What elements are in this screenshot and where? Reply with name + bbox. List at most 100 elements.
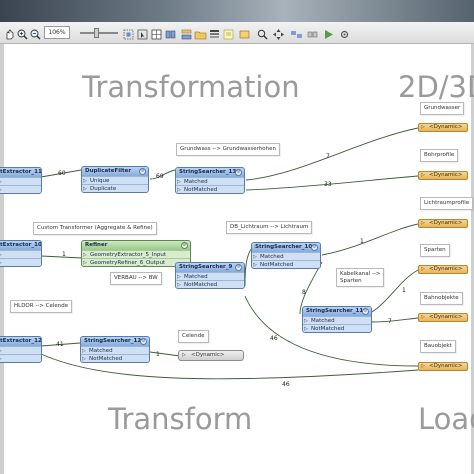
settings-icon[interactable] [338,26,351,39]
layer-icon[interactable] [238,26,251,39]
count-label: 46 [270,335,278,342]
port-matched[interactable]: Matched [252,252,320,261]
port-unique[interactable]: Unique [82,176,148,185]
link-extractor12-searcher12 [40,342,81,347]
layout-icon[interactable] [180,26,193,40]
gear-icon[interactable]: ⚙ [311,244,318,251]
grid-icon[interactable] [150,26,163,40]
node-extractor-11[interactable]: tExtractor_11 [0,167,42,194]
node-extractor-10[interactable]: tExtractor_10 [0,240,42,267]
node-string-searcher-9[interactable]: StringSearcher_9 Matched NotMatched ⚙ [175,262,245,289]
select-icon[interactable] [136,26,149,40]
node-port[interactable] [0,258,41,266]
annotation-db-lichtraum[interactable]: DB_Lichtraum --> Lichtraum [226,221,313,234]
writer-bohrprofile[interactable]: <Dynamic> [418,171,468,180]
toolbar: 106% [0,22,474,44]
gear-icon[interactable]: ⚙ [235,264,242,271]
writer-label: Sparten [420,244,450,257]
fit-icon[interactable] [122,26,135,40]
annotation-celende[interactable]: Celende [178,330,209,343]
annotation-hldor-celende[interactable]: HLDOR --> Celende [10,300,73,313]
gear-icon[interactable]: ⚙ [181,242,188,249]
node-duplicate-filter[interactable]: DuplicateFilter Unique Duplicate ⚙ [81,166,149,193]
link-searcher9-searcher10 [244,247,253,287]
count-label: 1 [62,251,66,258]
port-not-matched[interactable]: NotMatched [176,185,244,193]
writer-label: Lichtraumprofile [420,197,474,210]
zoom-out-icon[interactable] [29,26,42,40]
workspace-canvas[interactable] [0,44,474,474]
port-not-matched[interactable]: NotMatched [176,280,244,288]
run-icon[interactable] [322,26,335,39]
node-string-searcher-12[interactable]: StringSearcher_12 Matched NotMatched ⚙ [80,336,150,363]
link-searcher13-grundwasser [245,127,419,181]
note-icon[interactable] [222,26,235,40]
port-geometry-refiner-output[interactable]: GeometryRefiner_6_Output [82,258,190,266]
link-duplicate-searcher13 [149,169,176,180]
port-duplicate[interactable]: Duplicate [82,184,148,192]
node-string-searcher-10[interactable]: StringSearcher_10 Matched NotMatched ⚙ [251,242,321,269]
link-icon[interactable] [306,26,319,39]
port-geometry-extractor-input[interactable]: GeometryExtractor_5_Input [82,250,190,259]
align-icon[interactable] [164,26,177,39]
node-port[interactable] [0,185,41,193]
zoom-in-icon[interactable] [16,26,29,40]
count-label: 33 [324,181,332,188]
link-searcher9-bauobjekt [244,295,419,367]
port-not-matched[interactable]: NotMatched [303,324,371,332]
node-port[interactable] [0,354,41,362]
annotation-verbau-bw[interactable]: VERBAU --> BW [110,272,162,285]
link-searcher10-lichtraum [321,223,419,256]
annotation-kabelkanal[interactable]: Kabelkanal --> Sparten [336,268,385,287]
port-not-matched[interactable]: NotMatched [252,260,320,268]
gear-icon[interactable]: ⚙ [362,308,369,315]
port-matched[interactable]: Matched [303,316,371,325]
canvas-right-scrollbar[interactable] [471,44,474,474]
zoom-slider-thumb[interactable] [94,28,99,38]
group-icon[interactable] [290,26,303,39]
heading-load: Load [418,402,474,436]
bookmark-icon[interactable] [208,26,221,39]
annotation-custom-transformer[interactable]: Custom Transformer (Aggregate & Refine) [33,222,157,235]
annotation-grundwasser[interactable]: Grundwass --> Grundwasserhohen [176,143,281,156]
port-not-matched[interactable]: NotMatched [81,354,149,362]
node-title: DuplicateFilter [82,167,148,176]
writer-bauobjekt[interactable]: <Dynamic> [418,362,468,371]
link-extractor10-refiner [40,255,83,259]
folder-icon[interactable] [194,26,207,40]
heading-transformation: Transformation [82,70,300,104]
node-port[interactable] [0,346,41,355]
node-port[interactable] [0,177,41,186]
node-string-searcher-11[interactable]: StringSearcher_11 Matched NotMatched ⚙ [302,306,372,333]
heading-2d-3d: 2D/3D [398,70,474,104]
feature-type-dynamic[interactable]: <Dynamic> [178,350,244,361]
node-extractor-12[interactable]: tExtractor_12 [0,336,42,363]
gear-icon[interactable]: ⚙ [140,338,147,345]
writer-label: Grundwasser [420,102,465,115]
count-label: 41 [56,341,64,348]
node-refiner[interactable]: Refiner GeometryExtractor_5_Input Geomet… [81,240,191,267]
heading-transform: Transform [108,402,253,436]
port-matched[interactable]: Matched [176,272,244,281]
link-searcher12-dynamic [149,351,181,357]
node-title: StringSearcher_10 [252,243,320,252]
pan-icon[interactable] [272,26,285,40]
writer-sparten[interactable]: <Dynamic> [418,265,468,274]
gear-icon[interactable]: ⚙ [139,168,146,175]
window-title-strip [0,0,474,22]
count-label: 8 [302,289,306,296]
count-label: 7 [326,153,330,160]
count-label: 1 [402,287,406,294]
search-icon[interactable] [256,26,269,40]
writer-bahnobjekte[interactable]: <Dynamic> [418,313,468,322]
node-string-searcher-13[interactable]: StringSearcher_13 Matched NotMatched ⚙ [175,167,245,194]
zoom-slider-track[interactable] [80,32,118,34]
port-matched[interactable]: Matched [176,177,244,186]
gear-icon[interactable]: ⚙ [235,169,242,176]
node-port[interactable] [0,250,41,259]
writer-lichtraumprofile[interactable]: <Dynamic> [418,219,468,228]
writer-grundwasser[interactable]: <Dynamic> [418,123,468,132]
zoom-level-field[interactable]: 106% [44,26,70,39]
port-matched[interactable]: Matched [81,346,149,355]
hand-icon[interactable] [3,26,16,40]
